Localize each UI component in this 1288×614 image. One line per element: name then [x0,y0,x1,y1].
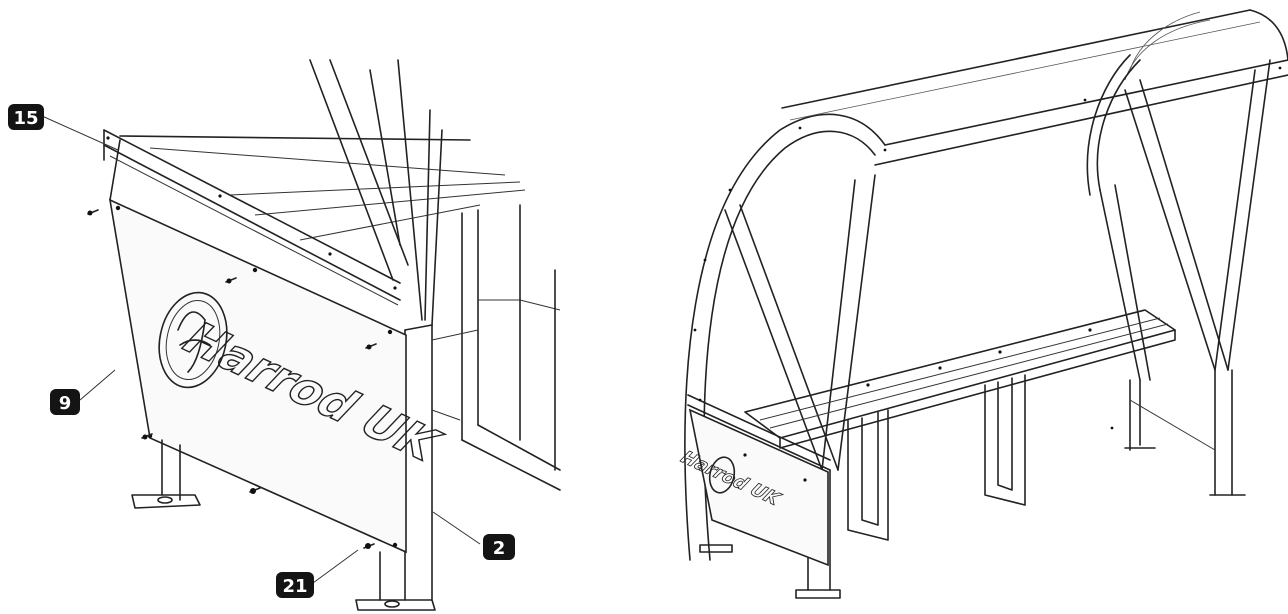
svg-text:21: 21 [282,576,307,597]
detail-feet [131,439,436,611]
callout-21: 21 [276,572,314,598]
panel-part-9: Harrod UK [108,139,451,554]
svg-text:15: 15 [13,108,38,129]
svg-text:9: 9 [59,393,72,414]
fastener-screws [87,209,377,549]
assembled-shelter-view: Harrod UK [676,9,1288,599]
shelter-frame [724,59,1271,591]
shelter-front-panel: Harrod UK [676,394,841,599]
svg-text:2: 2 [493,538,506,559]
rail-part-15 [103,129,401,306]
callout-2: 2 [483,534,515,560]
detail-view-left: Harrod UK [8,59,561,611]
callout-15: 15 [8,104,44,130]
leader-lines [41,115,481,584]
shelter-rivets [693,66,1282,430]
callout-9: 9 [50,389,80,415]
shelter-bench [744,309,1176,541]
